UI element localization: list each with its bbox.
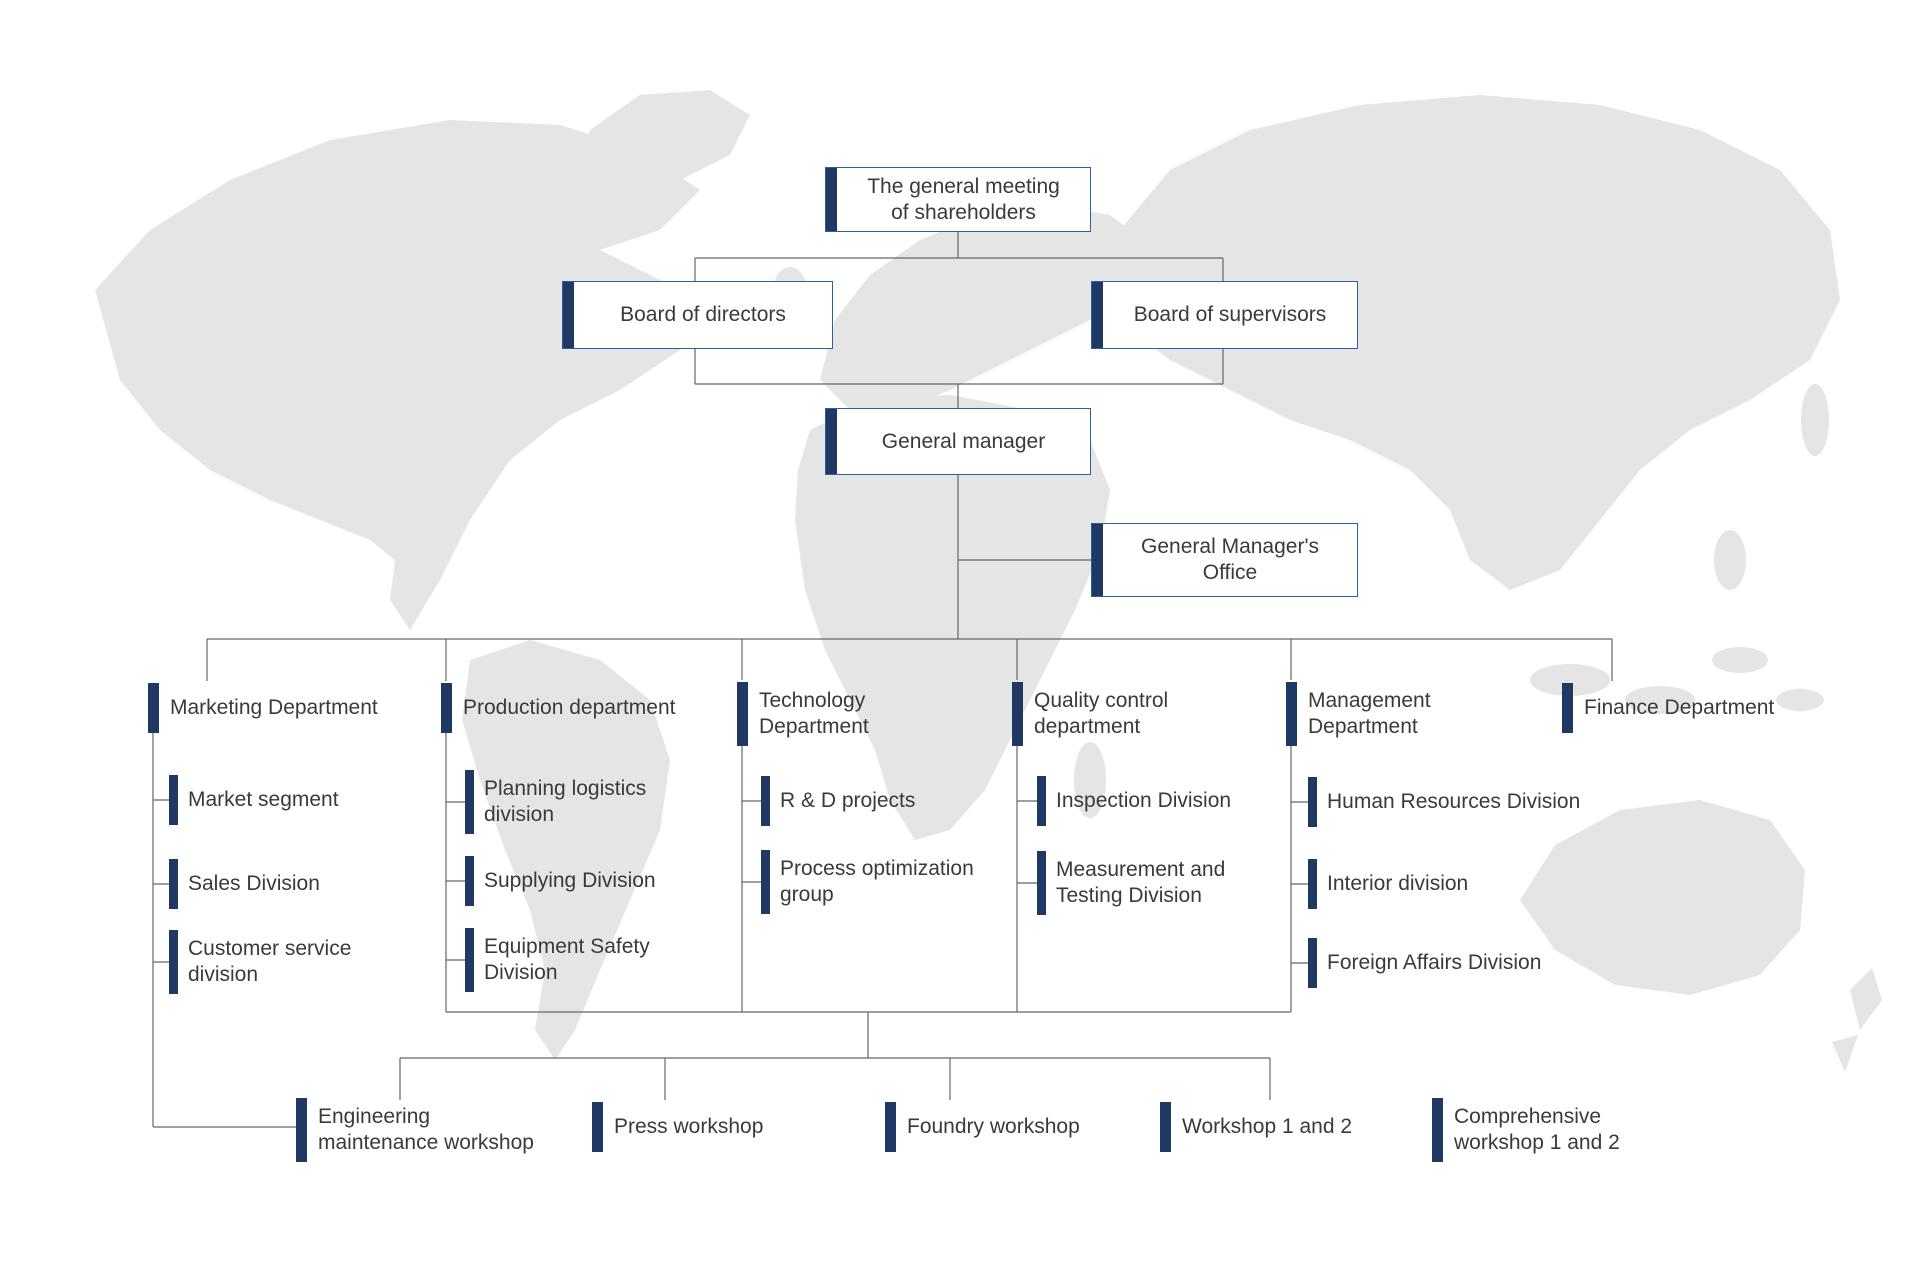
accent-bar — [563, 282, 574, 348]
accent-bar — [1308, 777, 1317, 827]
sub-planning-logistics-division: Planning logistics division — [465, 770, 674, 834]
sub-human-resources-division: Human Resources Division — [1308, 777, 1580, 827]
box-label: The general meeting of shareholders — [867, 174, 1060, 224]
accent-bar — [1160, 1102, 1171, 1152]
sub-label: Foreign Affairs Division — [1327, 951, 1542, 974]
accent-bar — [296, 1098, 307, 1162]
accent-bar — [826, 168, 837, 231]
sub-inspection-division: Inspection Division — [1037, 776, 1231, 826]
sub-label: Customer service division — [188, 937, 352, 986]
accent-bar — [1308, 938, 1317, 988]
dept-production: Production department — [441, 683, 675, 733]
box-label: Board of supervisors — [1133, 303, 1327, 326]
world-map — [95, 90, 1882, 1072]
accent-bar — [1092, 282, 1103, 348]
accent-bar — [465, 856, 474, 906]
sub-label: Sales Division — [188, 872, 320, 895]
workshop-label: Engineering maintenance workshop — [318, 1105, 534, 1154]
accent-bar — [885, 1102, 896, 1152]
sub-process-optimization-group: Process optimization group — [761, 850, 975, 914]
accent-bar — [169, 775, 178, 825]
dept-label: Production department — [463, 696, 676, 719]
sub-customer-service-division: Customer service division — [169, 930, 373, 994]
workshop-foundry: Foundry workshop — [885, 1102, 1080, 1152]
sub-label: Planning logistics division — [484, 777, 647, 826]
accent-bar — [169, 859, 178, 909]
accent-bar — [826, 409, 837, 474]
sub-label: R & D projects — [780, 789, 916, 812]
box-label: Board of directors — [620, 303, 786, 326]
accent-bar — [1037, 851, 1046, 915]
box-label: General manager — [881, 429, 1046, 453]
workshop-comprehensive-1-and-2: Comprehensive workshop 1 and 2 — [1432, 1098, 1634, 1162]
sub-label: Inspection Division — [1056, 789, 1232, 812]
accent-bar — [465, 770, 474, 834]
sub-supplying-division: Supplying Division — [465, 856, 656, 906]
accent-bar — [761, 850, 770, 914]
sub-label: Equipment Safety Division — [484, 935, 650, 984]
accent-bar — [1308, 859, 1317, 909]
sub-interior-division: Interior division — [1308, 859, 1468, 909]
sub-foreign-affairs-division: Foreign Affairs Division — [1308, 938, 1541, 988]
workshop-1-and-2: Workshop 1 and 2 — [1160, 1102, 1352, 1152]
accent-bar — [465, 928, 474, 992]
dept-label: Management Department — [1308, 689, 1431, 738]
workshop-label: Comprehensive workshop 1 and 2 — [1454, 1105, 1620, 1154]
accent-bar — [737, 682, 748, 746]
sub-label: Interior division — [1327, 872, 1469, 895]
box-label: General Manager's Office — [1141, 535, 1319, 584]
dept-label: Marketing Department — [170, 696, 378, 719]
accent-bar — [592, 1102, 603, 1152]
box-general-manager: General manager — [825, 408, 1091, 475]
dept-finance: Finance Department — [1562, 683, 1774, 733]
box-general-meeting-of-shareholders: The general meeting of shareholders — [825, 167, 1091, 232]
sub-label: Human Resources Division — [1327, 790, 1581, 813]
box-board-of-directors: Board of directors — [562, 281, 833, 349]
workshop-label: Workshop 1 and 2 — [1182, 1115, 1353, 1138]
sub-label: Market segment — [188, 788, 339, 811]
accent-bar — [1037, 776, 1046, 826]
sub-equipment-safety-division: Equipment Safety Division — [465, 928, 669, 992]
workshop-label: Foundry workshop — [907, 1115, 1080, 1138]
sub-label: Supplying Division — [484, 869, 656, 892]
sub-label: Process optimization group — [780, 857, 974, 906]
accent-bar — [1562, 683, 1573, 733]
dept-quality-control: Quality control department — [1012, 682, 1224, 746]
accent-bar — [1432, 1098, 1443, 1162]
workshop-engineering-maintenance: Engineering maintenance workshop — [296, 1098, 543, 1162]
sub-market-segment: Market segment — [169, 775, 339, 825]
sub-measurement-testing-division: Measurement and Testing Division — [1037, 851, 1246, 915]
dept-label: Technology Department — [759, 689, 869, 738]
accent-bar — [1012, 682, 1023, 746]
accent-bar — [441, 683, 452, 733]
box-board-of-supervisors: Board of supervisors — [1091, 281, 1358, 349]
connector-lines — [152, 232, 1613, 1128]
dept-marketing: Marketing Department — [148, 683, 378, 733]
workshop-press: Press workshop — [592, 1102, 763, 1152]
dept-management: Management Department — [1286, 682, 1463, 746]
sub-sales-division: Sales Division — [169, 859, 320, 909]
sub-rd-projects: R & D projects — [761, 776, 915, 826]
sub-label: Measurement and Testing Division — [1056, 858, 1226, 907]
accent-bar — [761, 776, 770, 826]
accent-bar — [1092, 524, 1103, 596]
dept-label: Quality control department — [1034, 689, 1169, 738]
box-general-managers-office: General Manager's Office — [1091, 523, 1358, 597]
dept-label: Finance Department — [1584, 696, 1775, 719]
workshop-label: Press workshop — [614, 1115, 764, 1138]
accent-bar — [169, 930, 178, 994]
accent-bar — [1286, 682, 1297, 746]
accent-bar — [148, 683, 159, 733]
dept-technology: Technology Department — [737, 682, 919, 746]
